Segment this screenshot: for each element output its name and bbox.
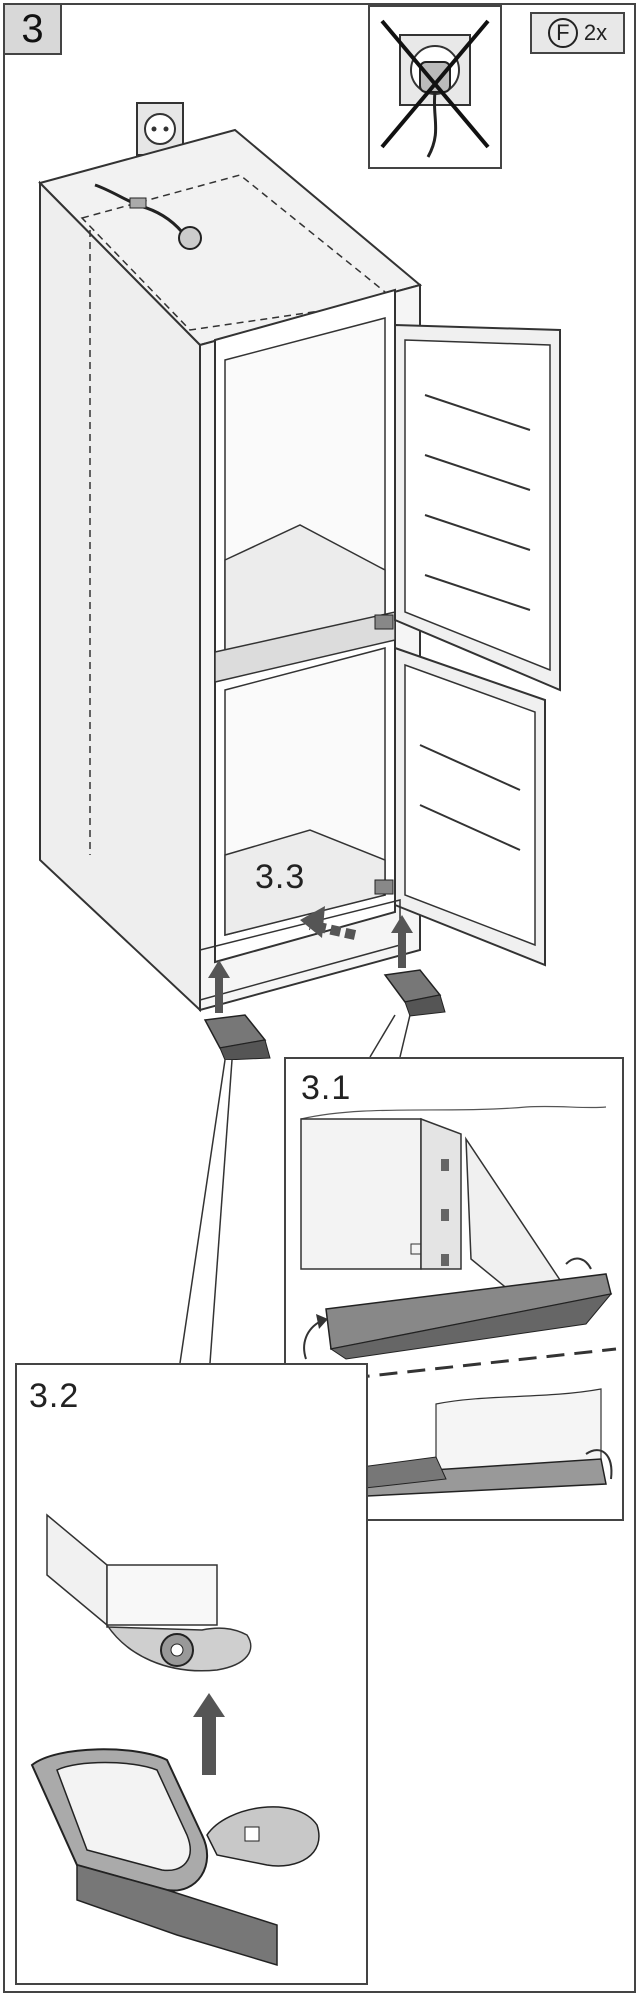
substep-3-2-label: 3.2 [29,1377,80,1415]
substep-3-3-label: 3.3 [255,858,306,896]
fastener-letter: F [547,18,578,48]
detail-3-1-drawing [294,1105,617,1500]
fastener-indicator: F 2x [530,12,625,54]
insert-arrow-icon [300,906,357,940]
spacer-left [203,1014,271,1060]
up-arrow-icon [193,1693,225,1775]
fridge-illustration [38,102,561,1060]
spacer-right [383,969,446,1017]
no-power-icon [380,19,490,158]
fastener-quantity: 2x [583,20,608,45]
unplug-warning [368,5,502,169]
up-arrow-icon [208,915,413,1013]
detail-3-2: 3.2 [15,1363,368,1985]
substep-3-1-label: 3.1 [301,1069,352,1107]
step-number: 3 [5,5,62,55]
wall-socket-icon [136,102,184,156]
detail-3-2-drawing [30,1513,320,1967]
page-frame [3,3,636,1993]
